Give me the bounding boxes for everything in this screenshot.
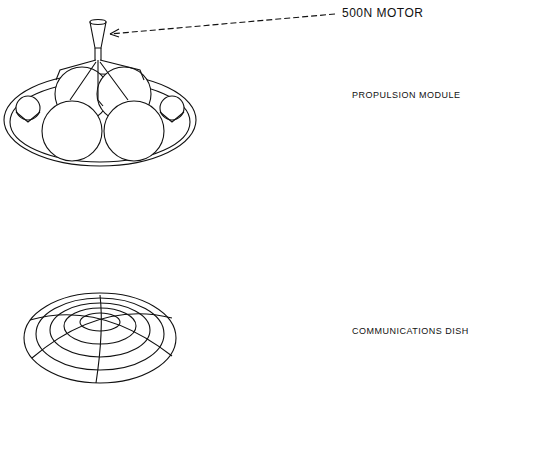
communications-dish — [24, 293, 176, 383]
part-label: COMMUNICATIONS DISH — [352, 326, 469, 336]
leader-line — [110, 14, 335, 34]
arrowhead — [110, 29, 119, 37]
propellant-tank — [104, 101, 164, 161]
motor-nozzle — [90, 22, 106, 48]
motor-throat — [95, 48, 101, 60]
motor-nozzle-exit — [90, 20, 106, 25]
strut — [56, 60, 144, 106]
propellant-tank — [42, 101, 102, 161]
side-tank — [160, 96, 184, 120]
part-label: PROPULSION MODULE — [352, 90, 461, 100]
strut — [16, 112, 184, 122]
side-tank — [16, 96, 40, 120]
part-label: 500N MOTOR — [342, 6, 423, 20]
